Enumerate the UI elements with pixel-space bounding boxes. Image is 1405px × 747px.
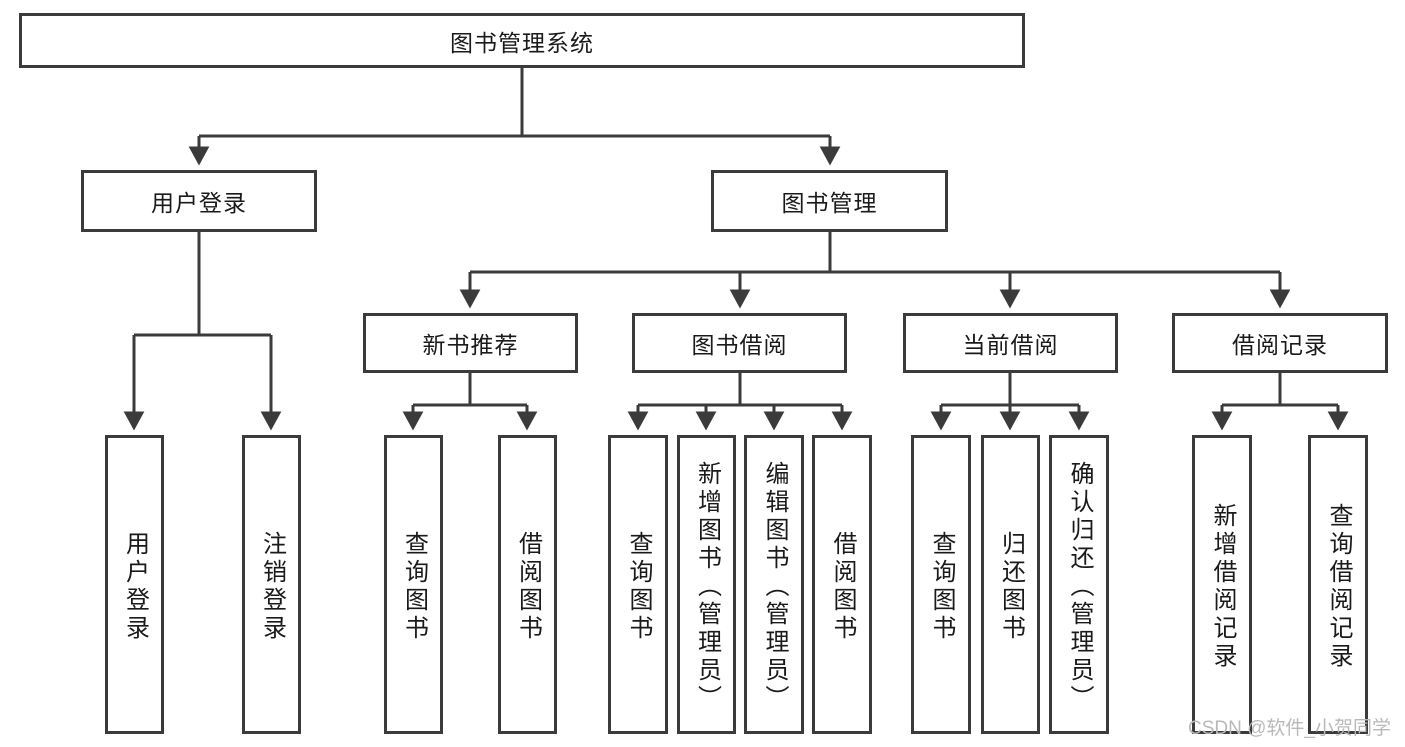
leaf-borrow-books-1[interactable]: 借阅图书	[498, 435, 557, 734]
leaf-query-books-2[interactable]: 查询图书	[608, 435, 668, 734]
leaf-add-book-admin[interactable]: 新增图书（管理员）	[677, 435, 736, 734]
leaf-query-borrow-record[interactable]: 查询借阅记录	[1308, 435, 1368, 734]
leaf-label: 查询图书	[928, 530, 955, 643]
leaf-label: 用户登录	[121, 530, 149, 643]
leaf-label: 新增图书（管理员）	[693, 460, 721, 713]
leaf-label: 查询图书	[625, 530, 652, 643]
leaf-label: 借阅图书	[829, 530, 856, 643]
node-new-book-recommend[interactable]: 新书推荐	[363, 313, 578, 373]
node-root-system[interactable]: 图书管理系统	[19, 13, 1025, 68]
node-current-borrow[interactable]: 当前借阅	[903, 313, 1118, 373]
csdn-watermark: CSDN @软件_小贺同学	[1188, 718, 1391, 739]
leaf-label: 编辑图书（管理员）	[761, 460, 788, 713]
leaf-logout[interactable]: 注销登录	[242, 435, 301, 734]
leaf-label: 借阅图书	[514, 530, 542, 643]
leaf-add-borrow-record[interactable]: 新增借阅记录	[1192, 435, 1252, 734]
node-book-borrow[interactable]: 图书借阅	[632, 313, 847, 373]
leaf-label: 注销登录	[258, 530, 286, 643]
leaf-label: 归还图书	[997, 530, 1025, 643]
leaf-confirm-return-admin[interactable]: 确认归还（管理员）	[1049, 435, 1109, 734]
leaf-user-login[interactable]: 用户登录	[105, 435, 164, 734]
leaf-query-books-1[interactable]: 查询图书	[384, 435, 443, 734]
leaf-edit-book-admin[interactable]: 编辑图书（管理员）	[744, 435, 804, 734]
leaf-return-books[interactable]: 归还图书	[981, 435, 1040, 734]
node-user-login[interactable]: 用户登录	[81, 170, 317, 232]
leaf-label: 查询图书	[400, 530, 428, 643]
node-borrow-records[interactable]: 借阅记录	[1172, 313, 1388, 373]
leaf-label: 新增借阅记录	[1209, 502, 1236, 671]
node-book-management[interactable]: 图书管理	[711, 170, 948, 232]
leaf-label: 查询借阅记录	[1325, 502, 1352, 671]
leaf-label: 确认归还（管理员）	[1066, 460, 1093, 713]
leaf-borrow-books-2[interactable]: 借阅图书	[812, 435, 872, 734]
leaf-query-books-3[interactable]: 查询图书	[911, 435, 971, 734]
